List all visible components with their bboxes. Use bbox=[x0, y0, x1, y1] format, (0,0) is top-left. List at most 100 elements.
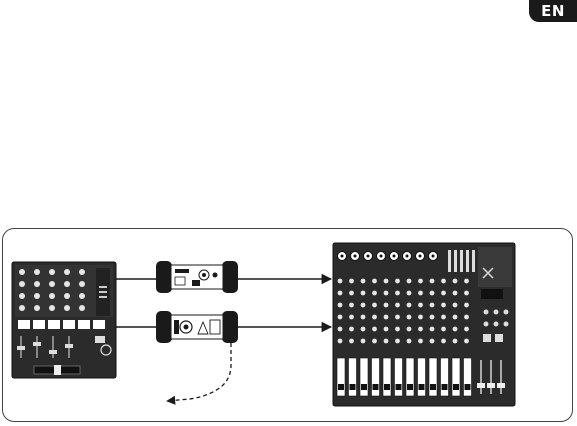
channel-knob bbox=[418, 327, 423, 332]
channel-knob bbox=[418, 279, 423, 284]
dj-knob bbox=[64, 281, 70, 287]
channel-knob bbox=[441, 303, 446, 308]
dj-knob bbox=[19, 269, 25, 275]
channel-knob bbox=[453, 339, 458, 344]
channel-fader bbox=[441, 358, 449, 396]
channel-knob bbox=[430, 291, 435, 296]
channel-knob bbox=[464, 315, 469, 320]
dj-mixer-crossfader bbox=[34, 365, 80, 375]
channel-fader bbox=[360, 358, 368, 396]
channel-knob bbox=[338, 315, 343, 320]
channel-knob bbox=[418, 303, 423, 308]
channel-knob bbox=[395, 303, 400, 308]
console-master-faders bbox=[477, 360, 505, 394]
channel-fader bbox=[349, 358, 357, 396]
dj-knob bbox=[79, 293, 85, 299]
channel-knob bbox=[349, 291, 354, 296]
channel-knob bbox=[418, 339, 423, 344]
channel-knob bbox=[453, 291, 458, 296]
xlr-input bbox=[390, 252, 399, 261]
channel-knob bbox=[384, 327, 389, 332]
channel-knob bbox=[407, 315, 412, 320]
channel-knob bbox=[361, 327, 366, 332]
channel-knob bbox=[453, 315, 458, 320]
channel-knob bbox=[384, 315, 389, 320]
channel-knob bbox=[395, 327, 400, 332]
dj-knob bbox=[19, 305, 25, 311]
channel-knob bbox=[407, 327, 412, 332]
channel-knob bbox=[361, 291, 366, 296]
channel-knob bbox=[453, 303, 458, 308]
channel-knob bbox=[453, 279, 458, 284]
channel-fader bbox=[395, 358, 403, 396]
channel-knob bbox=[464, 327, 469, 332]
xlr-input bbox=[416, 252, 425, 261]
di-box-1 bbox=[156, 261, 238, 293]
channel-knob bbox=[372, 339, 377, 344]
di-box-2 bbox=[156, 311, 238, 343]
channel-knob bbox=[338, 327, 343, 332]
xlr-input bbox=[429, 252, 438, 261]
channel-knob bbox=[395, 291, 400, 296]
channel-knob bbox=[464, 279, 469, 284]
channel-knob bbox=[395, 339, 400, 344]
channel-knob bbox=[338, 303, 343, 308]
channel-knob bbox=[361, 315, 366, 320]
jack-column bbox=[460, 250, 463, 272]
channel-fader bbox=[383, 358, 391, 396]
dj-knob bbox=[49, 293, 55, 299]
channel-knob bbox=[395, 315, 400, 320]
dj-knob bbox=[34, 305, 40, 311]
cable-di2-dashed-output bbox=[167, 343, 231, 401]
xlr-input bbox=[351, 252, 360, 261]
channel-knob bbox=[349, 303, 354, 308]
channel-knob bbox=[349, 327, 354, 332]
channel-knob bbox=[430, 279, 435, 284]
channel-knob bbox=[372, 327, 377, 332]
channel-knob bbox=[430, 327, 435, 332]
channel-knob bbox=[464, 303, 469, 308]
mixing-console bbox=[333, 243, 515, 406]
channel-fader bbox=[464, 358, 472, 396]
jack-column bbox=[472, 250, 475, 272]
channel-knob bbox=[430, 303, 435, 308]
channel-knob bbox=[349, 315, 354, 320]
channel-knob bbox=[361, 339, 366, 344]
channel-knob bbox=[441, 315, 446, 320]
channel-knob bbox=[384, 279, 389, 284]
channel-fader bbox=[452, 358, 460, 396]
channel-knob bbox=[338, 339, 343, 344]
channel-knob bbox=[372, 303, 377, 308]
jack-column bbox=[454, 250, 457, 272]
dj-knob bbox=[79, 305, 85, 311]
channel-knob bbox=[338, 279, 343, 284]
channel-knob bbox=[338, 291, 343, 296]
channel-knob bbox=[372, 291, 377, 296]
dj-knob bbox=[64, 293, 70, 299]
channel-knob bbox=[464, 339, 469, 344]
channel-knob bbox=[395, 279, 400, 284]
channel-knob bbox=[407, 339, 412, 344]
channel-knob bbox=[453, 327, 458, 332]
channel-knob bbox=[441, 327, 446, 332]
dj-knob bbox=[34, 281, 40, 287]
dj-knob bbox=[79, 269, 85, 275]
channel-knob bbox=[441, 279, 446, 284]
channel-knob bbox=[464, 291, 469, 296]
dj-knob bbox=[49, 269, 55, 275]
channel-knob bbox=[384, 303, 389, 308]
dj-knob bbox=[19, 281, 25, 287]
channel-knob bbox=[418, 315, 423, 320]
channel-knob bbox=[430, 315, 435, 320]
channel-knob bbox=[361, 303, 366, 308]
channel-knob bbox=[407, 291, 412, 296]
channel-knob bbox=[372, 279, 377, 284]
dj-knob bbox=[49, 305, 55, 311]
channel-fader bbox=[372, 358, 380, 396]
dj-knob bbox=[64, 269, 70, 275]
channel-knob bbox=[384, 339, 389, 344]
channel-knob bbox=[441, 339, 446, 344]
channel-knob bbox=[349, 339, 354, 344]
channel-knob bbox=[361, 279, 366, 284]
channel-knob bbox=[430, 339, 435, 344]
